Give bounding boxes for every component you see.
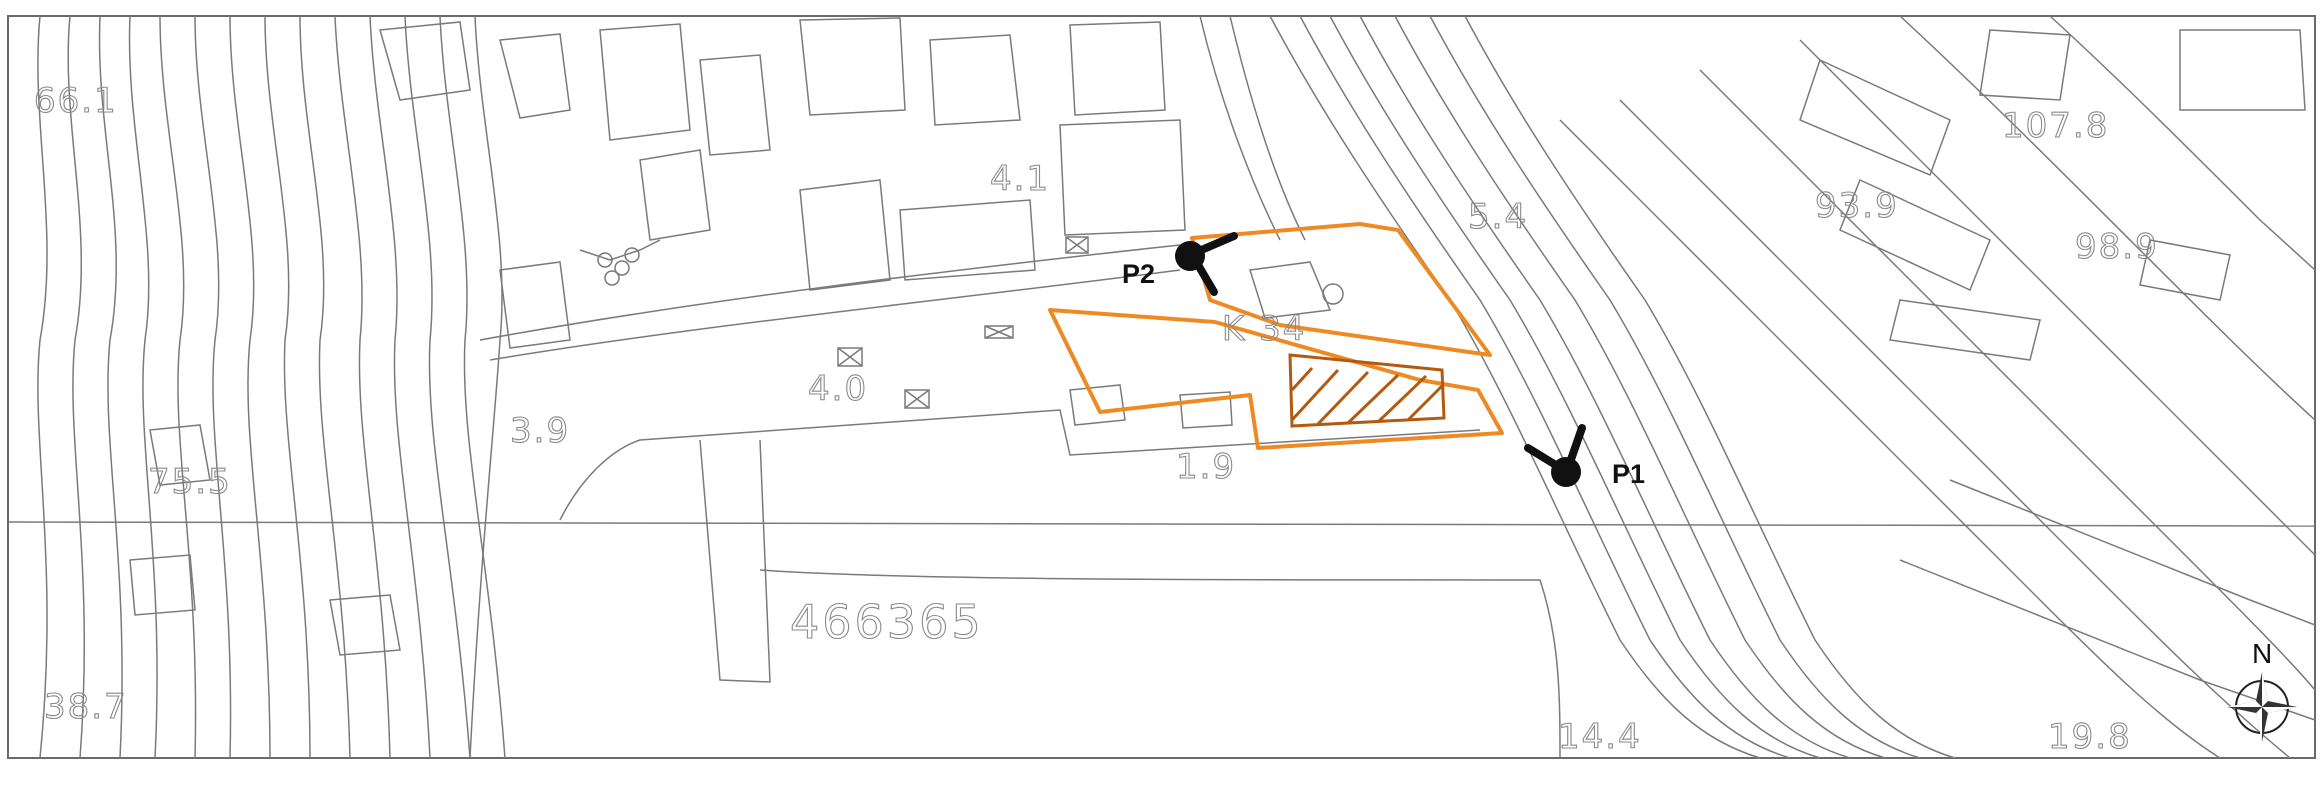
spot-height-label: 3.9 <box>510 411 570 451</box>
spot-height-label: 4.0 <box>808 369 868 409</box>
grid-reference-label: 466365 <box>790 595 984 649</box>
north-arrow: N <box>2227 638 2297 742</box>
spot-height-label: 98.9 <box>2075 227 2159 267</box>
site-boundary-north <box>1190 222 1492 357</box>
contours-east <box>1269 15 2316 759</box>
site-symbols <box>597 236 1344 409</box>
spot-height-label: 1.9 <box>1176 447 1236 487</box>
spot-height-label: K 34 <box>1222 309 1306 349</box>
site-boundary-south <box>1048 308 1504 450</box>
map-frame <box>7 15 2316 759</box>
spot-height-label: 38.7 <box>44 687 128 727</box>
site-boundary <box>1048 222 1504 450</box>
north-arrow-star <box>2227 672 2297 742</box>
hatched-parcel <box>1288 353 1446 428</box>
spot-height-label: 14.4 <box>1558 717 1642 757</box>
viewpoint-p1-arm-b <box>1564 424 1586 472</box>
viewpoint-p2-arm-b <box>1190 254 1218 296</box>
spot-height-label: 4.1 <box>990 159 1050 199</box>
spot-heights: 66.1 4.1 5.4 107.8 93.9 98.9 K 34 4.0 3.… <box>33 80 2159 757</box>
spot-height-label: 66.1 <box>34 81 118 121</box>
spot-height-label: 107.8 <box>2002 106 2109 146</box>
viewpoint-p1[interactable]: P1 <box>1524 424 1645 489</box>
sheet-grid-line <box>7 521 2316 527</box>
viewpoint-p2[interactable]: P2 <box>1122 232 1238 296</box>
buildings <box>129 17 2306 656</box>
viewpoint-p1-label: P1 <box>1612 459 1645 489</box>
viewpoint-p2-label: P2 <box>1122 259 1155 289</box>
viewpoint-p2-arm-a <box>1188 232 1238 258</box>
spot-height-label: 93.9 <box>1815 186 1899 226</box>
spot-height-label: 19.8 <box>2048 717 2132 757</box>
roads-and-parcels <box>479 15 1561 759</box>
north-label: N <box>2252 638 2272 669</box>
viewpoint-p1-arm-a <box>1524 444 1568 474</box>
spot-height-label: 5.4 <box>1468 197 1528 237</box>
spot-height-label: 75.5 <box>148 462 232 502</box>
north-arrow-star-light <box>2227 672 2297 742</box>
contours-west <box>37 15 506 759</box>
